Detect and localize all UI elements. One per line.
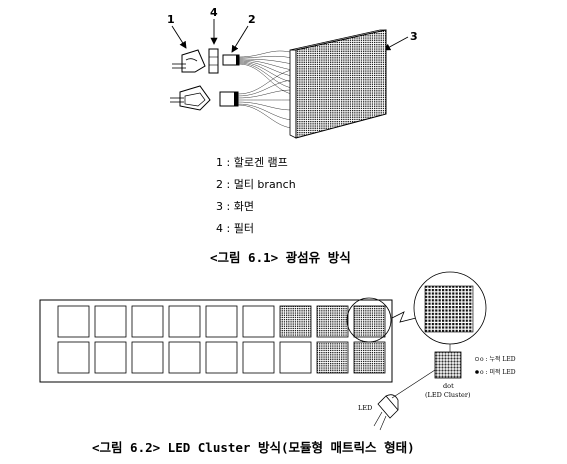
led-module-empty <box>279 341 312 374</box>
led-cluster-dot <box>434 351 462 379</box>
legend-item-3: 3 : 화면 <box>216 200 254 213</box>
zoom-connector <box>391 311 425 323</box>
led-module-filled <box>316 305 349 338</box>
callout-arrow-1 <box>171 25 187 49</box>
module-grid <box>57 305 386 374</box>
led-module-empty <box>57 341 90 374</box>
led-module-empty <box>168 305 201 338</box>
legend-item-2: 2 : 멀티 branch <box>216 178 296 191</box>
callout-1: 1 <box>167 13 175 26</box>
led-module-filled <box>279 305 312 338</box>
display-screen-panel <box>289 29 387 139</box>
key-off-text: o : 미적 LED <box>480 368 516 376</box>
led-module-empty <box>242 305 275 338</box>
led-module-empty <box>205 305 238 338</box>
callout-3: 3 <box>410 30 418 43</box>
key-on-marker <box>474 356 480 362</box>
callout-4: 4 <box>210 6 218 19</box>
filter-block <box>208 48 219 74</box>
dot-sublabel: (LED Cluster) <box>425 391 471 399</box>
zoom-grid <box>424 285 474 333</box>
led-module-empty <box>57 305 90 338</box>
led-label: LED <box>358 404 372 412</box>
multi-branch-connector-top <box>222 54 240 66</box>
led-module-empty <box>242 341 275 374</box>
led-module-empty <box>94 341 127 374</box>
key-off-marker <box>475 370 479 374</box>
fiber-optic-diagram: 1 4 2 3 <box>167 6 418 265</box>
led-module-empty <box>131 341 164 374</box>
figure-2-caption: <그림 6.2> LED Cluster 방식(모듈형 매트릭스 형태) <box>92 440 415 455</box>
led-module-empty <box>94 305 127 338</box>
fiber-bundle-bottom <box>237 69 293 129</box>
halogen-lamp-bottom <box>170 85 211 111</box>
legend-item-1: 1 : 할로겐 램프 <box>216 156 288 169</box>
led-module-filled <box>353 305 386 338</box>
led-module-empty <box>205 341 238 374</box>
led-module-filled <box>316 341 349 374</box>
key-on-text: o : 누적 LED <box>480 356 516 363</box>
led-module-empty <box>168 341 201 374</box>
led-cluster-diagram: dot (LED Cluster) o : 누적 LED o : 미적 LED … <box>39 271 516 455</box>
led-module-empty <box>131 305 164 338</box>
legend-item-4: 4 : 필터 <box>216 222 254 235</box>
multi-branch-connector-bottom <box>219 91 239 107</box>
fiber-bundle-top <box>238 50 293 95</box>
dot-label: dot <box>443 382 454 390</box>
callout-arrow-3 <box>383 36 409 51</box>
magnifier-circle <box>346 297 392 343</box>
callout-2: 2 <box>248 13 256 26</box>
led-component <box>373 394 399 431</box>
dot-to-led-line <box>391 369 436 399</box>
callout-arrow-2 <box>231 25 249 53</box>
figure-1-caption: <그림 6.1> 광섬유 방식 <box>210 250 351 265</box>
halogen-lamp-top <box>172 49 206 73</box>
led-module-filled <box>353 341 386 374</box>
